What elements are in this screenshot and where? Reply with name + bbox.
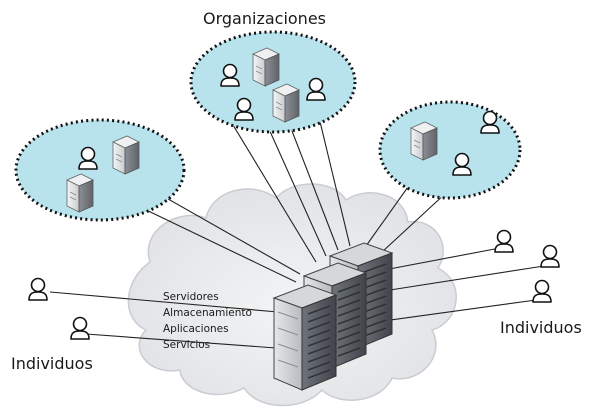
service-item-servers: Servidores — [163, 291, 219, 303]
user-icon — [532, 279, 552, 303]
individuals-label-left: Individuos — [11, 354, 93, 373]
cloud-services-list: Servidores Almacenamiento Aplicaciones S… — [163, 289, 252, 353]
server-icon — [66, 173, 94, 213]
connection-lines — [49, 104, 545, 349]
organization-group-left — [14, 118, 186, 222]
organization-group-right — [378, 100, 522, 200]
server-rack-front — [273, 284, 337, 391]
user-icon — [494, 229, 514, 253]
organization-group-top — [189, 30, 357, 134]
server-icon — [272, 83, 300, 123]
server-icon — [410, 121, 438, 161]
server-icon — [252, 47, 280, 87]
user-icon — [28, 277, 48, 301]
service-item-storage: Almacenamiento — [163, 307, 252, 319]
server-icon — [112, 135, 140, 175]
individuals-label-right: Individuos — [500, 318, 582, 337]
user-icon — [70, 316, 90, 340]
server-rack-icon — [273, 284, 337, 391]
user-icon — [540, 244, 560, 268]
organizations-label: Organizaciones — [203, 9, 326, 28]
service-item-applications: Aplicaciones — [163, 323, 229, 335]
service-item-services: Servicios — [163, 339, 211, 351]
